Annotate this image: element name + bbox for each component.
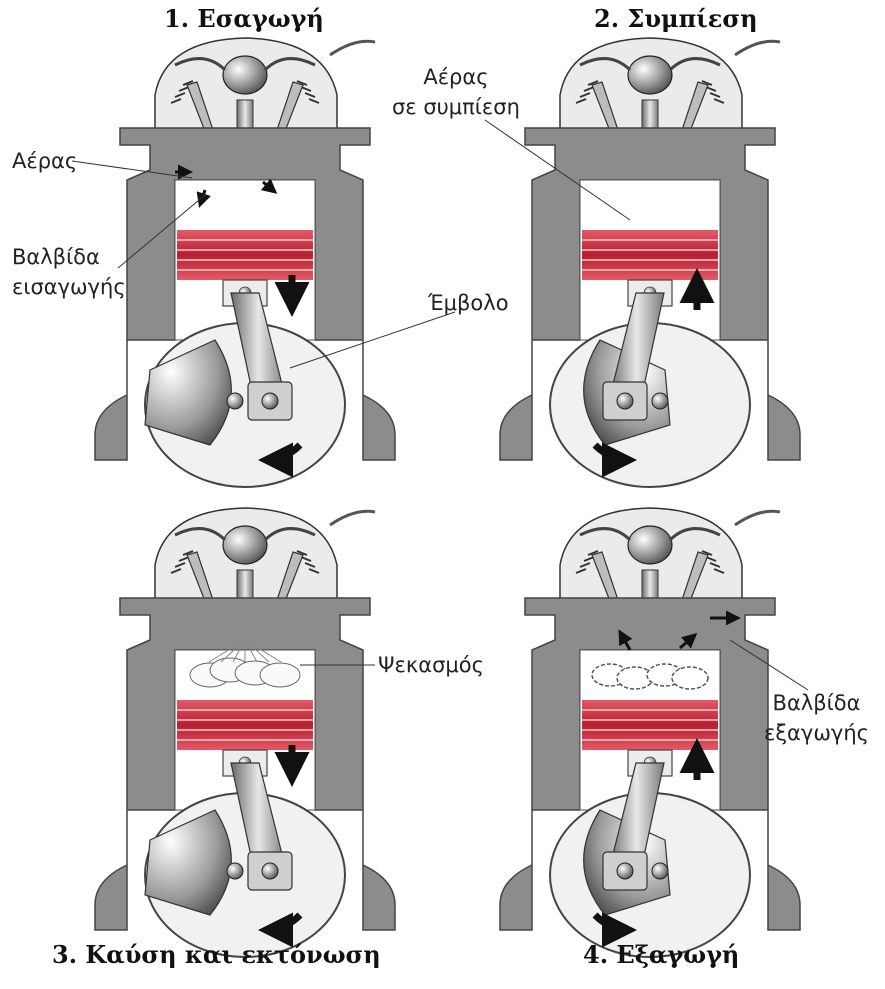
crank-pin: [262, 393, 278, 409]
engine-panel-1: [95, 38, 395, 487]
crank-shaft: [227, 393, 243, 409]
crank-pin: [617, 393, 633, 409]
panel-title-combustion: 3. Καύση και εκτόνωση: [52, 940, 381, 969]
crank-pin: [617, 863, 633, 879]
label-piston: Έμβολο: [428, 288, 509, 318]
label-compressed-air-line2: σε συμπίεση: [392, 92, 520, 122]
label-exhaust-valve-line2: εξαγωγής: [764, 718, 869, 748]
label-intake-valve-line2: εισαγωγής: [12, 272, 126, 302]
label-exhaust-valve-line1: Βαλβίδα: [764, 688, 869, 718]
panel-title-intake: 1. Εσαγωγή: [164, 4, 324, 33]
crank-web: [145, 340, 231, 445]
engine-panel-2: [500, 38, 800, 487]
label-compressed-air: Αέρας σε συμπίεση: [392, 62, 520, 122]
panel-title-exhaust: 4. Εξαγωγή: [583, 940, 739, 969]
engine-panel-4: [500, 508, 800, 957]
label-air: Αέρας: [12, 146, 77, 176]
panel-title-compression: 2. Συμπίεση: [594, 4, 758, 33]
crank-shaft: [652, 863, 668, 879]
crank-web: [145, 810, 231, 915]
label-spray: Ψεκασμός: [378, 650, 484, 680]
label-intake-valve-line1: Βαλβίδα: [12, 242, 126, 272]
crank-shaft: [227, 863, 243, 879]
label-compressed-air-line1: Αέρας: [392, 62, 520, 92]
label-intake-valve: Βαλβίδα εισαγωγής: [12, 242, 126, 302]
label-exhaust-valve: Βαλβίδα εξαγωγής: [764, 688, 869, 748]
crank-shaft: [652, 393, 668, 409]
engine-panel-3: [95, 508, 395, 957]
crank-pin: [262, 863, 278, 879]
